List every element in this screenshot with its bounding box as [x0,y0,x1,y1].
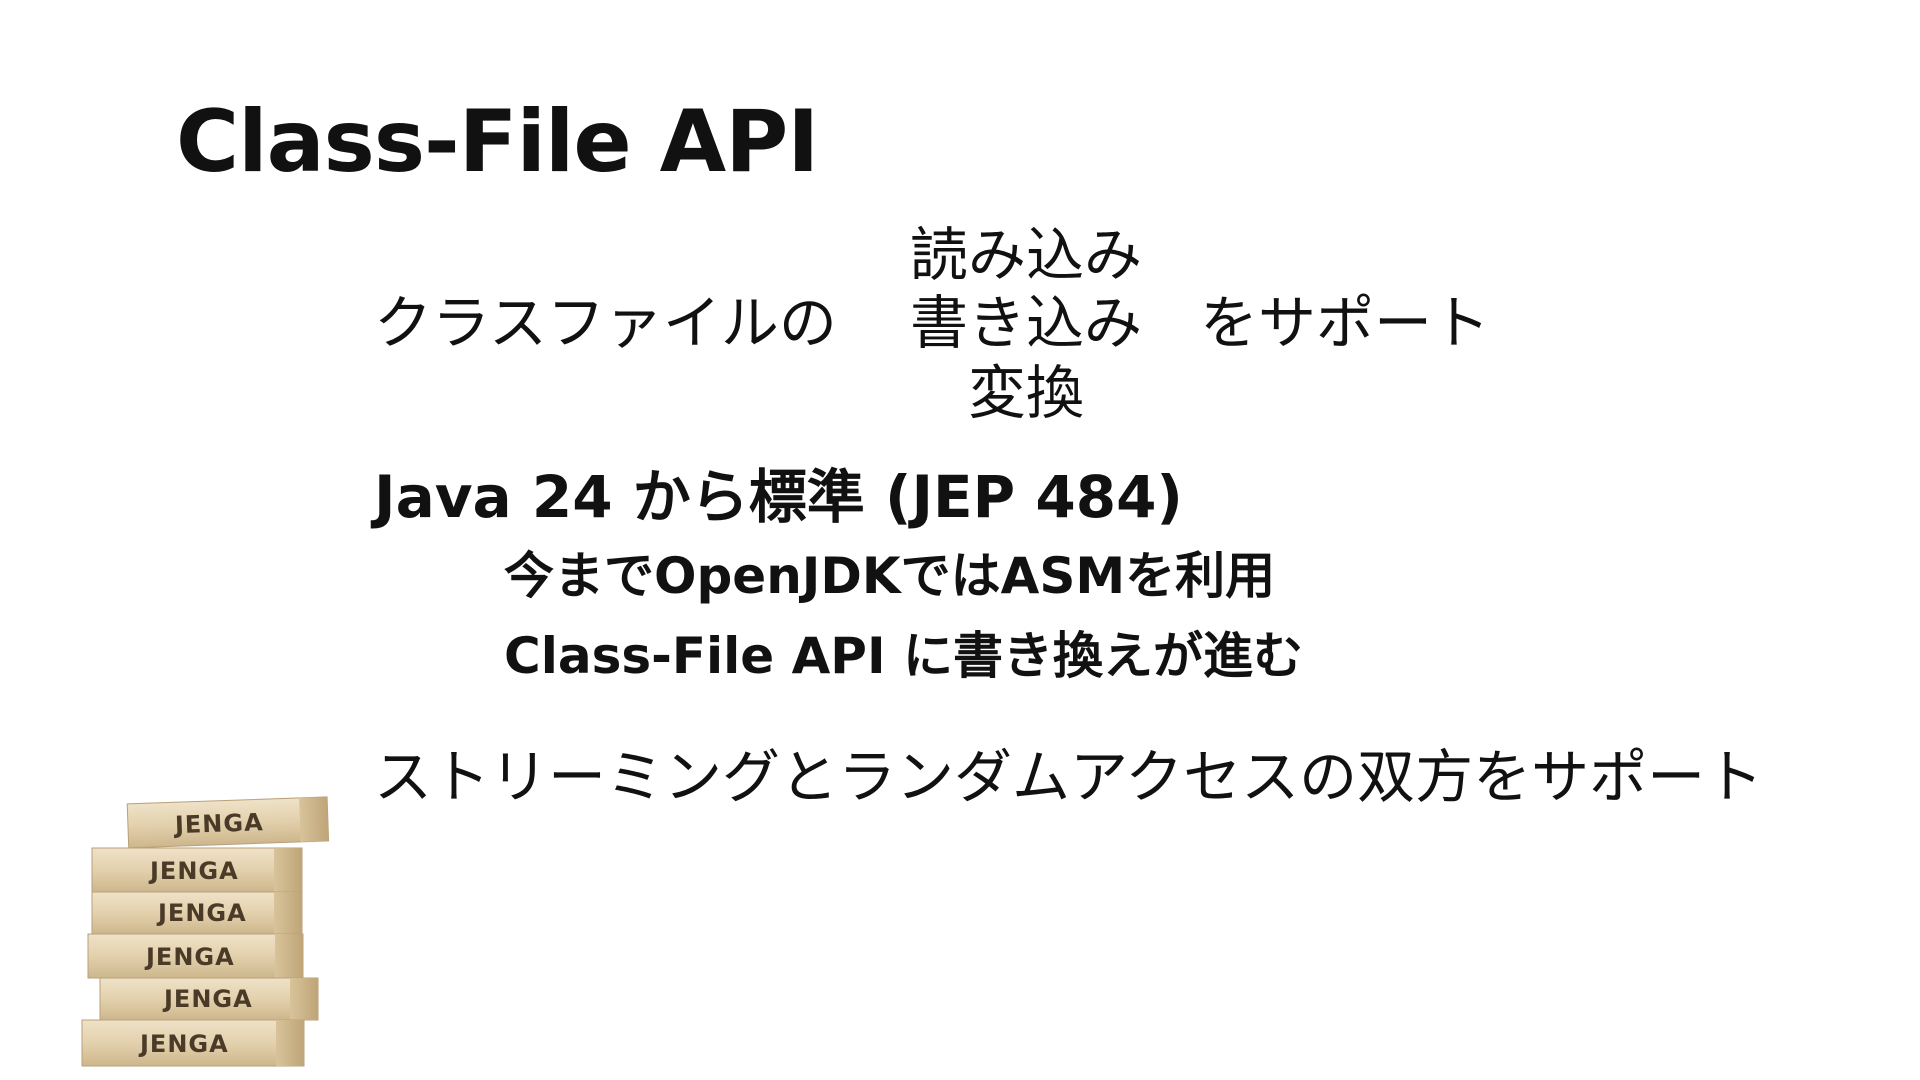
jenga-block: JENGA [99,977,319,1021]
sub-item-rewrite: Class-File API に書き換えが進む [504,627,1303,685]
jenga-label: JENGA [156,899,247,927]
jenga-block: JENGA [87,933,304,979]
jenga-tower-image: JENGA JENGA JENGA JENGA JENGA [81,796,330,1067]
jenga-label: JENGA [162,985,253,1013]
jenga-block: JENGA [91,847,303,893]
slide-title: Class-File API [176,92,819,192]
jenga-block: JENGA [91,891,303,935]
jenga-label: JENGA [138,1030,229,1058]
jenga-label: JENGA [144,943,235,971]
sub-item-asm: 今までOpenJDKではASMを利用 [504,547,1276,605]
support-prefix: クラスファイルの [374,289,837,357]
jenga-block: JENGA [81,1019,305,1067]
java-line: Java 24 から標準 (JEP 484) [374,463,1183,531]
option-read: 読み込み [909,221,1142,289]
jenga-block: JENGA [126,796,330,849]
option-write: 書き込み [909,289,1142,357]
jenga-label: JENGA [172,808,264,839]
jenga-label: JENGA [148,857,239,885]
option-transform: 変換 [967,359,1084,427]
support-suffix: をサポート [1200,289,1491,357]
streaming-line: ストリーミングとランダムアクセスの双方をサポート [374,743,1764,811]
